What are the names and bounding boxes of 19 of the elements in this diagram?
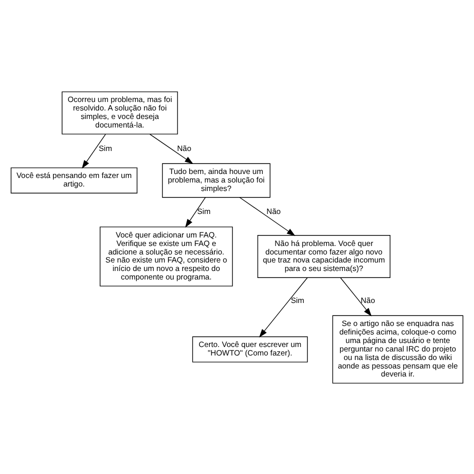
node-box: Tudo bem, ainda houve um problema, mas a solução foi simples? (162, 162, 270, 198)
edge-label: Sim (290, 295, 304, 304)
arrow (185, 196, 206, 228)
arrow (239, 196, 296, 236)
arrow (340, 276, 372, 316)
edge-label: Não (266, 206, 281, 216)
edge-label: Não (360, 295, 376, 304)
edge-label: Sim (197, 206, 211, 216)
edge-label: Sim (98, 143, 112, 152)
node-box: Você está pensando em fazer um artigo. (10, 166, 138, 194)
node-box: Certo. Você quer escrever um "HOWTO" (Como fazer). (192, 336, 308, 362)
arrow (259, 276, 308, 337)
arrow (82, 133, 106, 168)
node-box: Não há problema. Você quer documentar como fazer algo novo que traz nova capacidade incomum para o seu sistema(s)? (257, 234, 390, 278)
node-box: Ocorreu um problema, mas foi resolvido. A solução não foi simples, e você deseja documentá-la. (62, 90, 178, 134)
arrow (149, 133, 194, 164)
node-box: Se o artigo não se enquadra nas definições acima, coloque-o como uma página de usuário e tente perguntar no canal IRC do projeto ou na lista de discussão do wiki aonde as pessoas pensam que ele deveria ir. (332, 314, 464, 384)
edge-label: Não (177, 143, 192, 152)
node-box: Você quer adicionar um FAQ. Verifique se existe um FAQ e adicione a solução se necessário. Se não existe um FAQ, considere o início de um novo a respeito do componente ou programa. (100, 226, 233, 286)
